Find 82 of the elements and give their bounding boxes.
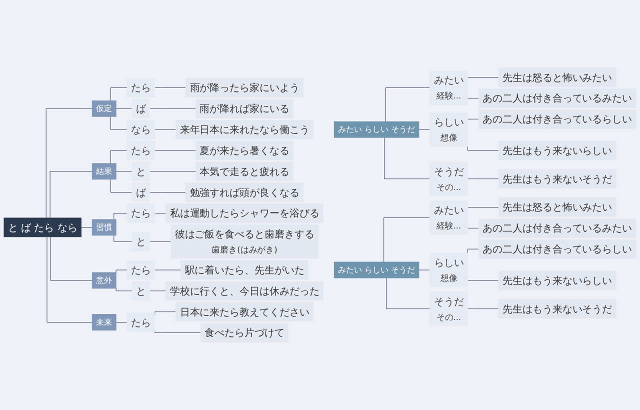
node-box: 勉強すれば頭が良くなる	[186, 182, 304, 202]
node-box: あの二人は付き合っているらしい	[478, 239, 636, 259]
node-box: たら	[126, 204, 156, 223]
node-box: たら	[126, 260, 156, 280]
node-box: 雨が降れば家にいる	[195, 98, 294, 118]
node-box: 学校に行くと、今日は休みだった	[166, 281, 324, 301]
node-box: 私は運動したらシャワーを浴びる	[166, 204, 324, 223]
connector	[467, 118, 479, 122]
node-box: と	[132, 162, 150, 182]
connector	[384, 217, 430, 262]
connector	[116, 171, 132, 172]
node-box: あの二人は付き合っているみたい	[478, 88, 636, 108]
node-box: そうだ その...	[430, 292, 468, 326]
connector	[150, 171, 196, 172]
node-box: ば	[132, 98, 150, 118]
node-box: 先生はもう来ないらしい	[498, 140, 616, 160]
connector	[46, 108, 92, 218]
connector	[467, 77, 499, 80]
connector	[114, 235, 132, 242]
node-box: らしい 想像	[430, 112, 468, 147]
connector	[467, 96, 479, 98]
node-box: 彼はご飯を食べると歯磨きする 歯磨き(はみがき)	[170, 224, 318, 259]
connector	[116, 287, 132, 292]
connector	[467, 278, 499, 281]
connector	[110, 116, 128, 130]
connector	[467, 146, 499, 151]
node-box: なら	[126, 120, 156, 140]
node-box: と ば たら なら	[4, 218, 82, 238]
node-box: らしい 想像	[430, 252, 468, 288]
connector	[154, 212, 166, 214]
connector	[50, 171, 92, 218]
connector	[384, 137, 430, 180]
node-box: 駅に着いたら、先生がいた	[180, 260, 309, 280]
connector	[150, 192, 186, 193]
connector	[154, 330, 201, 333]
connector	[154, 129, 176, 130]
node-box: たら	[126, 78, 156, 98]
connector	[154, 87, 186, 88]
connector	[418, 129, 430, 130]
node-box: 先生はもう来ないそうだ	[498, 299, 616, 319]
connector	[150, 108, 196, 109]
node-box: と	[132, 281, 150, 301]
connector	[116, 322, 128, 323]
node-box: あの二人は付き合っているらしい	[478, 109, 636, 129]
node-box: 雨が降ったら家にいよう	[186, 78, 304, 98]
connector	[150, 241, 172, 242]
node-box: 先生はもう来ないらしい	[498, 270, 616, 290]
connector	[467, 178, 499, 180]
node-box: たら	[126, 312, 156, 332]
connector	[46, 236, 92, 323]
node-box: 先生はもう来ないそうだ	[498, 169, 616, 189]
connector	[116, 270, 128, 274]
node-box: 先生は怒ると怖いみたい	[498, 198, 616, 217]
node-box: みたい 経験...	[430, 200, 468, 235]
node-box: 食べたら片づけて	[200, 323, 289, 342]
connector	[50, 236, 92, 281]
node-box: ば	[132, 182, 150, 202]
connector	[385, 87, 430, 122]
node-box: 夏が来たら暑くなる	[195, 140, 294, 160]
connector	[467, 248, 479, 254]
node-box: 日本に来たら教えてください	[176, 302, 314, 322]
connector	[154, 150, 196, 151]
connector	[467, 207, 499, 210]
connector	[386, 278, 430, 310]
connector	[114, 212, 128, 220]
node-box: 本気で走ると疲れる	[195, 162, 294, 182]
node-box: たら	[126, 140, 156, 160]
node-box: みたい 経験...	[430, 70, 468, 105]
connector	[467, 308, 499, 310]
connector	[110, 179, 132, 193]
connector	[110, 87, 128, 101]
connector	[467, 226, 479, 228]
node-box: 来年日本に来れたなら働こう	[176, 120, 314, 140]
node-box: あの二人は付き合っているみたい	[478, 218, 636, 238]
connector	[116, 108, 132, 109]
node-box: 先生は怒ると怖いみたい	[498, 68, 616, 87]
node-box: と	[132, 232, 150, 252]
node-box: そうだ その...	[430, 162, 468, 196]
connector	[150, 290, 166, 292]
connector	[80, 227, 92, 228]
connector	[110, 150, 128, 164]
connector	[154, 312, 176, 315]
